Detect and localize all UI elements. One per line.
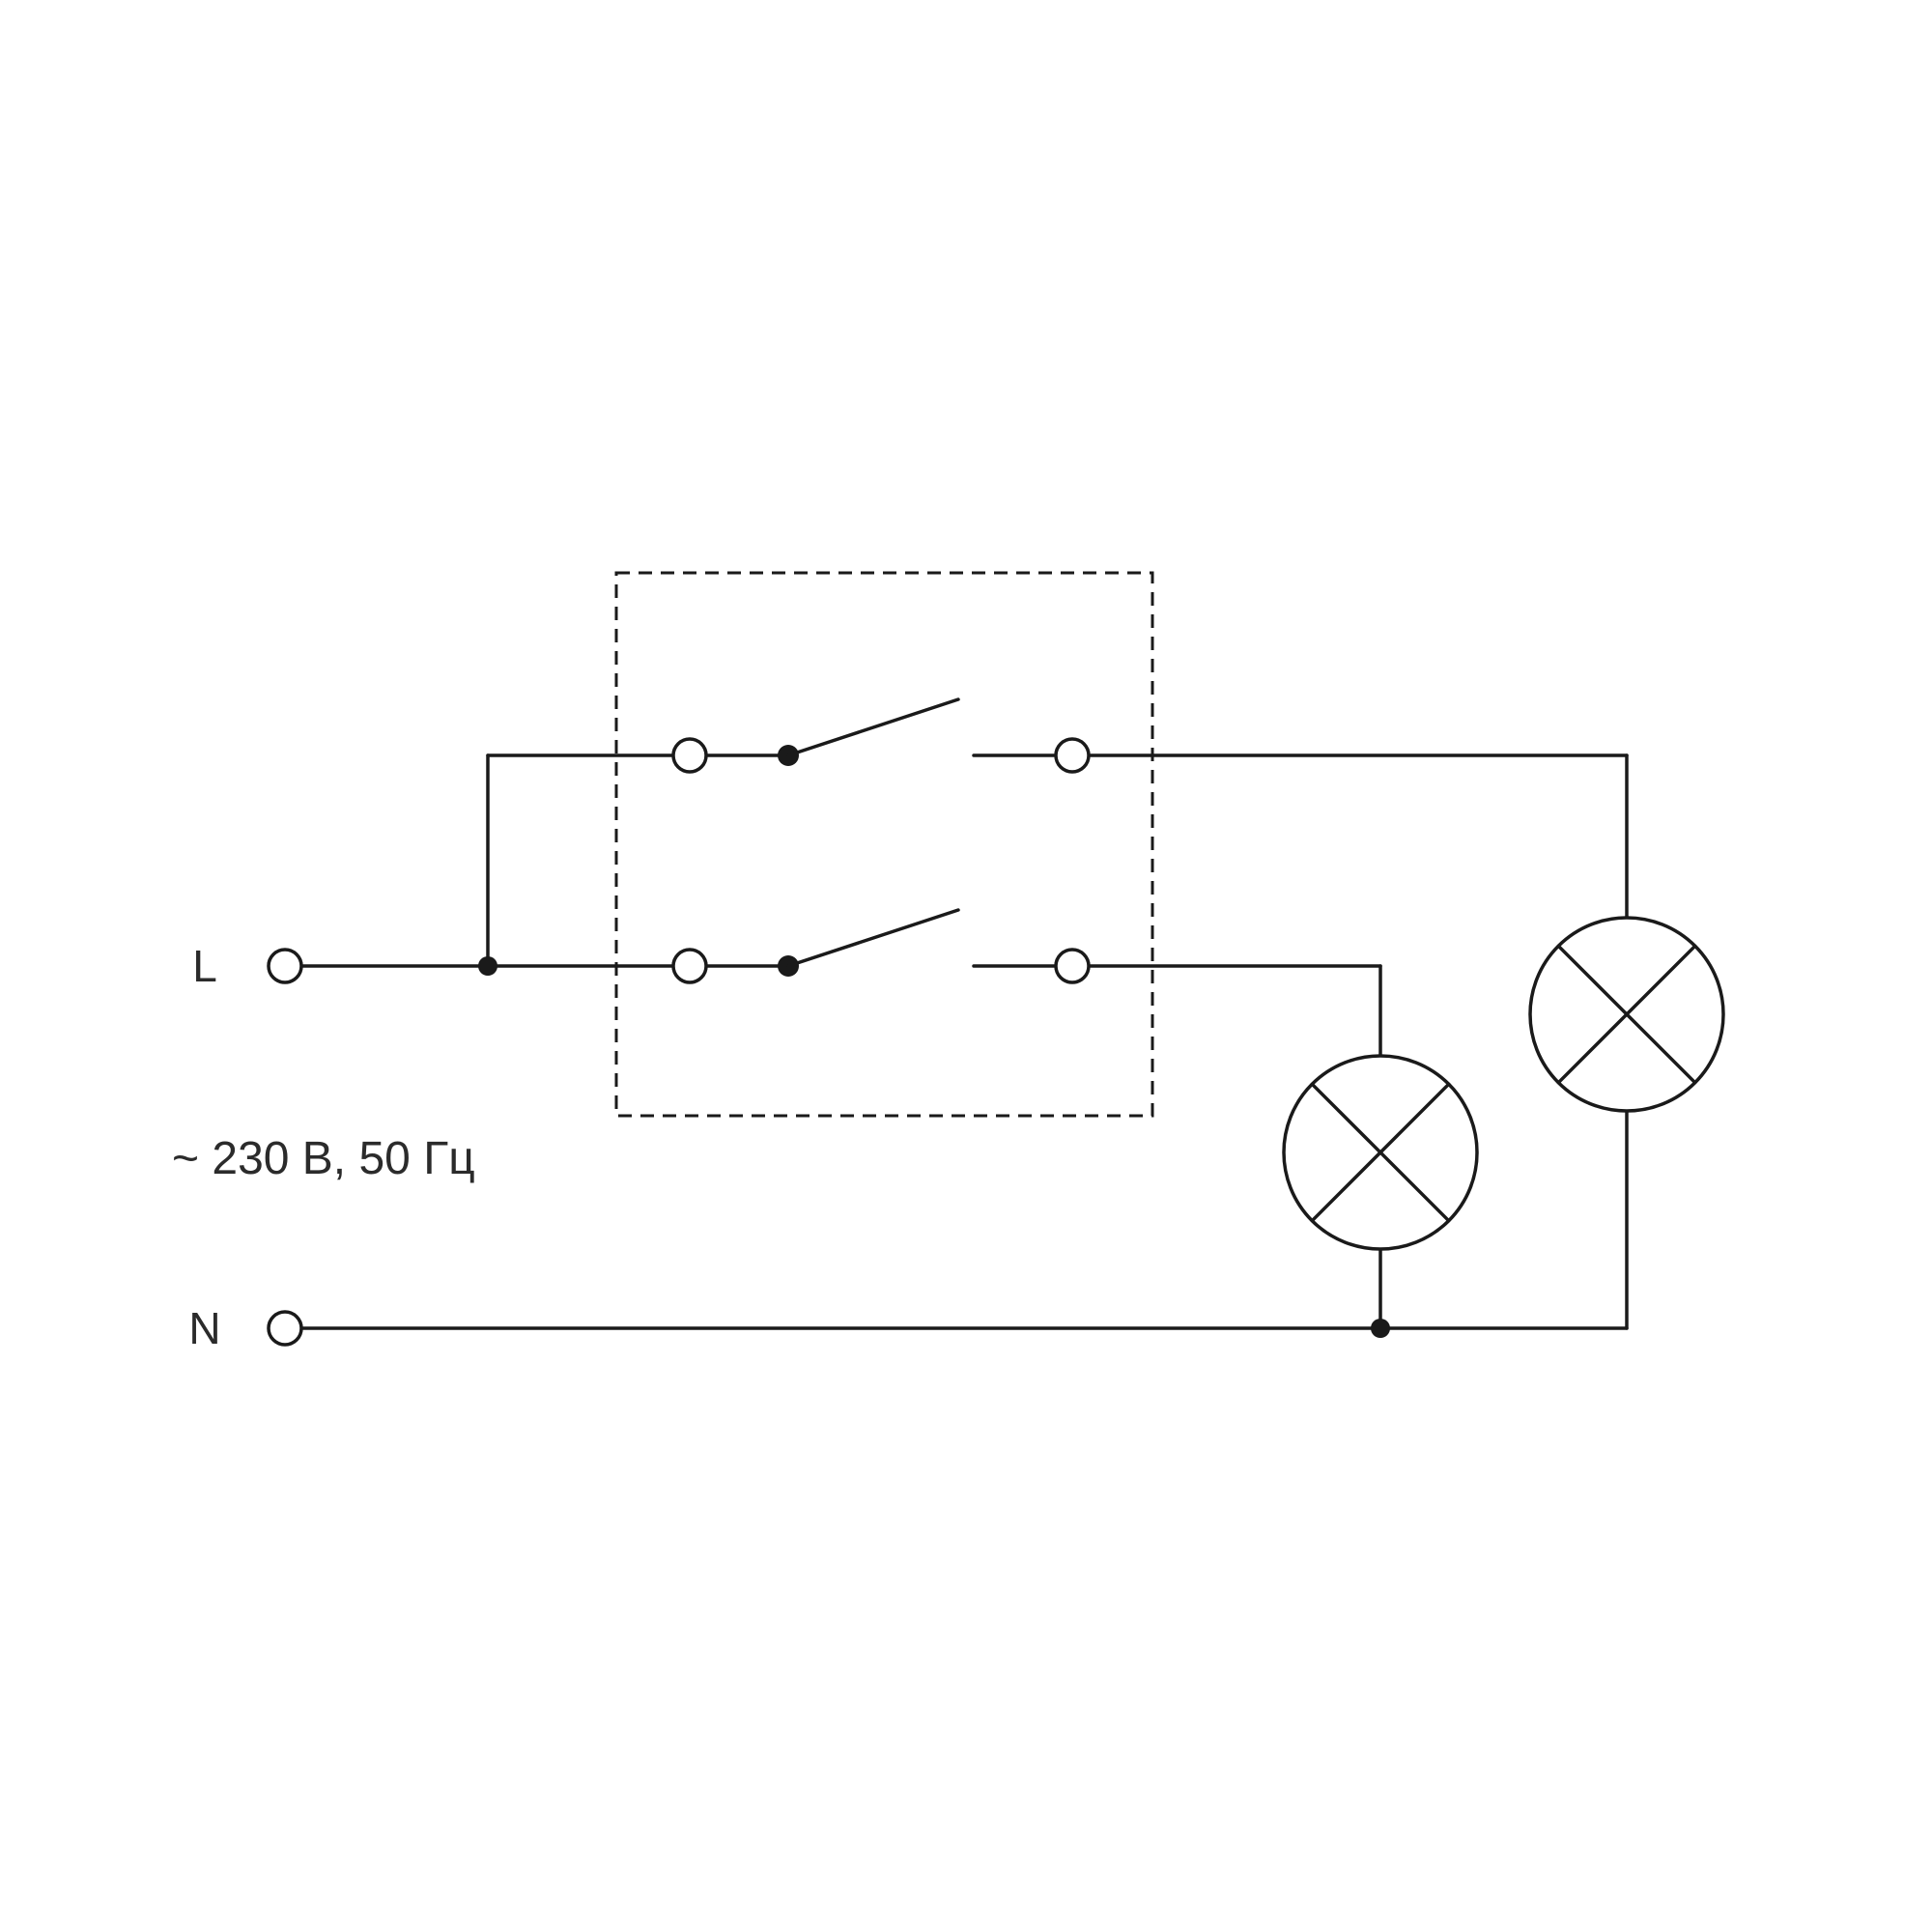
lamp-2-cross-b	[1556, 944, 1697, 1085]
lamp-1-icon	[1282, 1054, 1479, 1251]
switch-2-output-terminal-icon	[1054, 948, 1091, 984]
switch-2-lever	[786, 908, 960, 968]
switch-gang-2-icon	[671, 908, 1091, 984]
junction-dot-line-branch	[478, 956, 497, 976]
voltage-rating-label: ~ 230 В, 50 Гц	[172, 1133, 475, 1184]
line-terminal-label: L	[192, 941, 217, 991]
switch-1-output-terminal-icon	[1054, 737, 1091, 774]
neutral-terminal-icon	[267, 1310, 303, 1347]
line-terminal-icon	[267, 948, 303, 984]
lamp-1-cross-b	[1310, 1082, 1451, 1223]
lamp-2-icon	[1528, 916, 1725, 1113]
switch-enclosure-dashed-box	[614, 571, 1154, 1118]
junction-dot-neutral	[1371, 1319, 1390, 1338]
switch-gang-1-icon	[671, 697, 1091, 774]
switch-2-input-terminal-icon	[671, 948, 708, 984]
neutral-terminal-label: N	[188, 1303, 220, 1353]
switch-1-lever	[786, 697, 960, 757]
switch-1-input-terminal-icon	[671, 737, 708, 774]
